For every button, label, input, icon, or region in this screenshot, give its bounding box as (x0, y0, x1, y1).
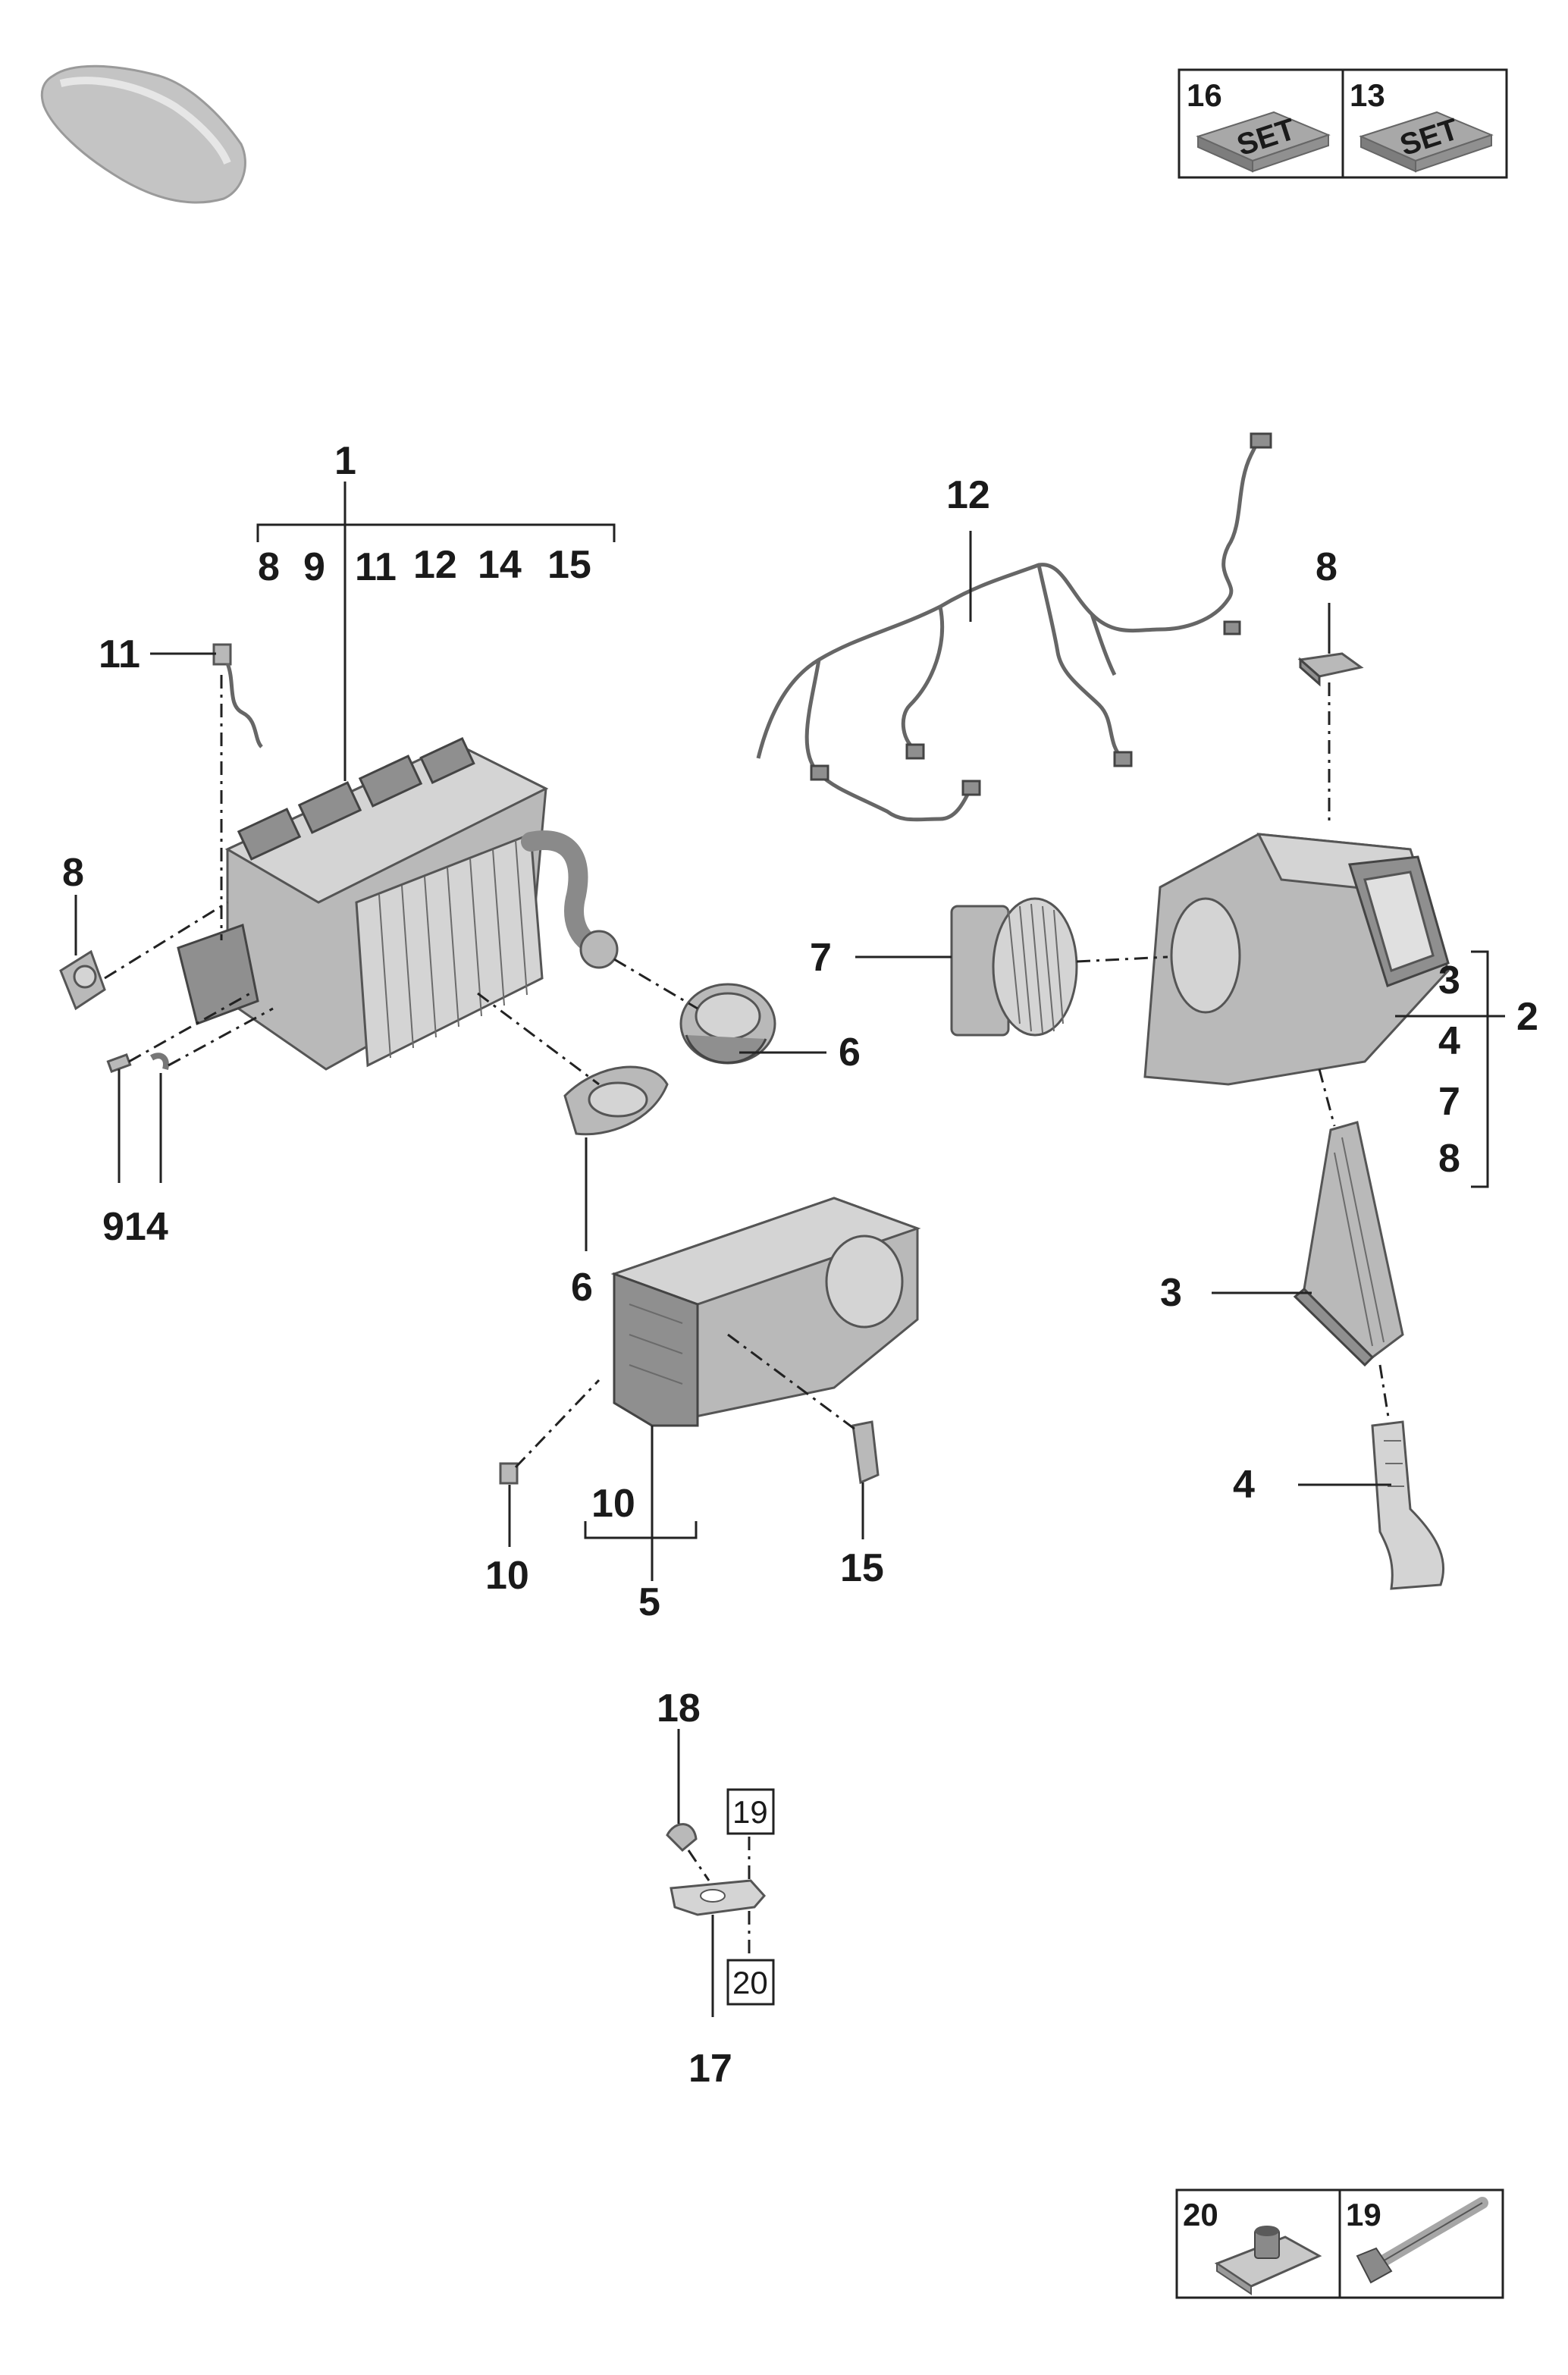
callout-20-box (726, 1959, 775, 2006)
callout-1-group-15: 15 (547, 543, 591, 587)
callout-1-group-11: 11 (355, 545, 397, 589)
callout-9-14: 914 (102, 1205, 168, 1249)
legend-number: 16 (1187, 77, 1222, 113)
callout-8-left: 8 (62, 851, 84, 895)
legend-number: 19 (1346, 2197, 1381, 2232)
bolt-icon (1356, 2197, 1488, 2284)
callout-8-right: 8 (1316, 545, 1338, 589)
callout-19: 19 (732, 1794, 768, 1830)
legend-item-16: 16 SET (1187, 77, 1331, 173)
part-10-sensor (499, 1462, 519, 1485)
part-3-filter (1293, 1121, 1404, 1367)
callout-1: 1 (334, 439, 356, 483)
part-6-duct-lower (563, 1065, 669, 1136)
part-6-duct-right (679, 983, 776, 1065)
callout-10: 10 (485, 1554, 529, 1598)
callout-2-group-4: 4 (1438, 1019, 1460, 1063)
part-17-bracket (670, 1879, 767, 1916)
clip-nut-icon (1214, 2226, 1322, 2295)
part-18-cap (666, 1823, 698, 1853)
callout-1-group-14: 14 (478, 543, 522, 587)
callout-19-box (726, 1788, 775, 1835)
callout-5-group-10: 10 (591, 1482, 635, 1526)
callout-11: 11 (99, 632, 140, 676)
callout-15: 15 (840, 1546, 884, 1590)
part-7-blower-motor (950, 897, 1078, 1037)
part-14-clip (149, 1053, 169, 1071)
callout-3: 3 (1160, 1271, 1182, 1315)
vehicle-silhouette-icon (40, 64, 246, 204)
callout-18: 18 (657, 1686, 701, 1730)
callout-2: 2 (1516, 995, 1538, 1039)
callout-1-group-9: 9 (303, 545, 325, 589)
callout-2-group-8: 8 (1438, 1137, 1460, 1181)
callout-17: 17 (688, 2047, 732, 2091)
callout-labels: 1 8 9 11 12 14 15 11 8 914 6 6 12 8 7 2 … (62, 439, 1538, 2091)
part-4-duct (1371, 1420, 1445, 1590)
callout-1-group-8: 8 (258, 545, 280, 589)
leader-lines (74, 482, 1505, 2017)
callout-20: 20 (732, 1965, 768, 2000)
part-9-clip (106, 1053, 132, 1073)
callout-4: 4 (1233, 1463, 1255, 1507)
part-12-wiring-harness (756, 432, 1272, 822)
part-15-bracket (851, 1420, 880, 1485)
part-11-sensor (212, 643, 264, 748)
callout-6-lower: 6 (571, 1266, 593, 1310)
legend-number: 13 (1350, 77, 1385, 113)
legend-bottom: 20 19 (1175, 2188, 1504, 2299)
part-8-actuator-right (1297, 652, 1364, 687)
part-5-distribution-housing (610, 1197, 921, 1427)
set-box-icon: SET (1196, 111, 1331, 173)
callout-1-group-12: 12 (413, 543, 457, 587)
legend-item-13: 13 SET (1350, 77, 1494, 173)
legend-item-19: 19 (1346, 2197, 1488, 2284)
callout-7: 7 (810, 936, 832, 980)
part-1-heater-unit (177, 737, 619, 1071)
callout-6-right: 6 (839, 1031, 861, 1075)
part-2-blower-housing (1143, 833, 1450, 1086)
legend-top: 16 SET 13 SET (1178, 68, 1508, 179)
part-8-actuator-left (59, 949, 106, 1011)
callout-2-group-7: 7 (1438, 1080, 1460, 1124)
callout-5: 5 (638, 1580, 660, 1624)
callout-2-group-3: 3 (1438, 958, 1460, 1002)
legend-item-20: 20 (1183, 2197, 1322, 2295)
callout-12: 12 (946, 473, 990, 517)
legend-number: 20 (1183, 2197, 1218, 2232)
